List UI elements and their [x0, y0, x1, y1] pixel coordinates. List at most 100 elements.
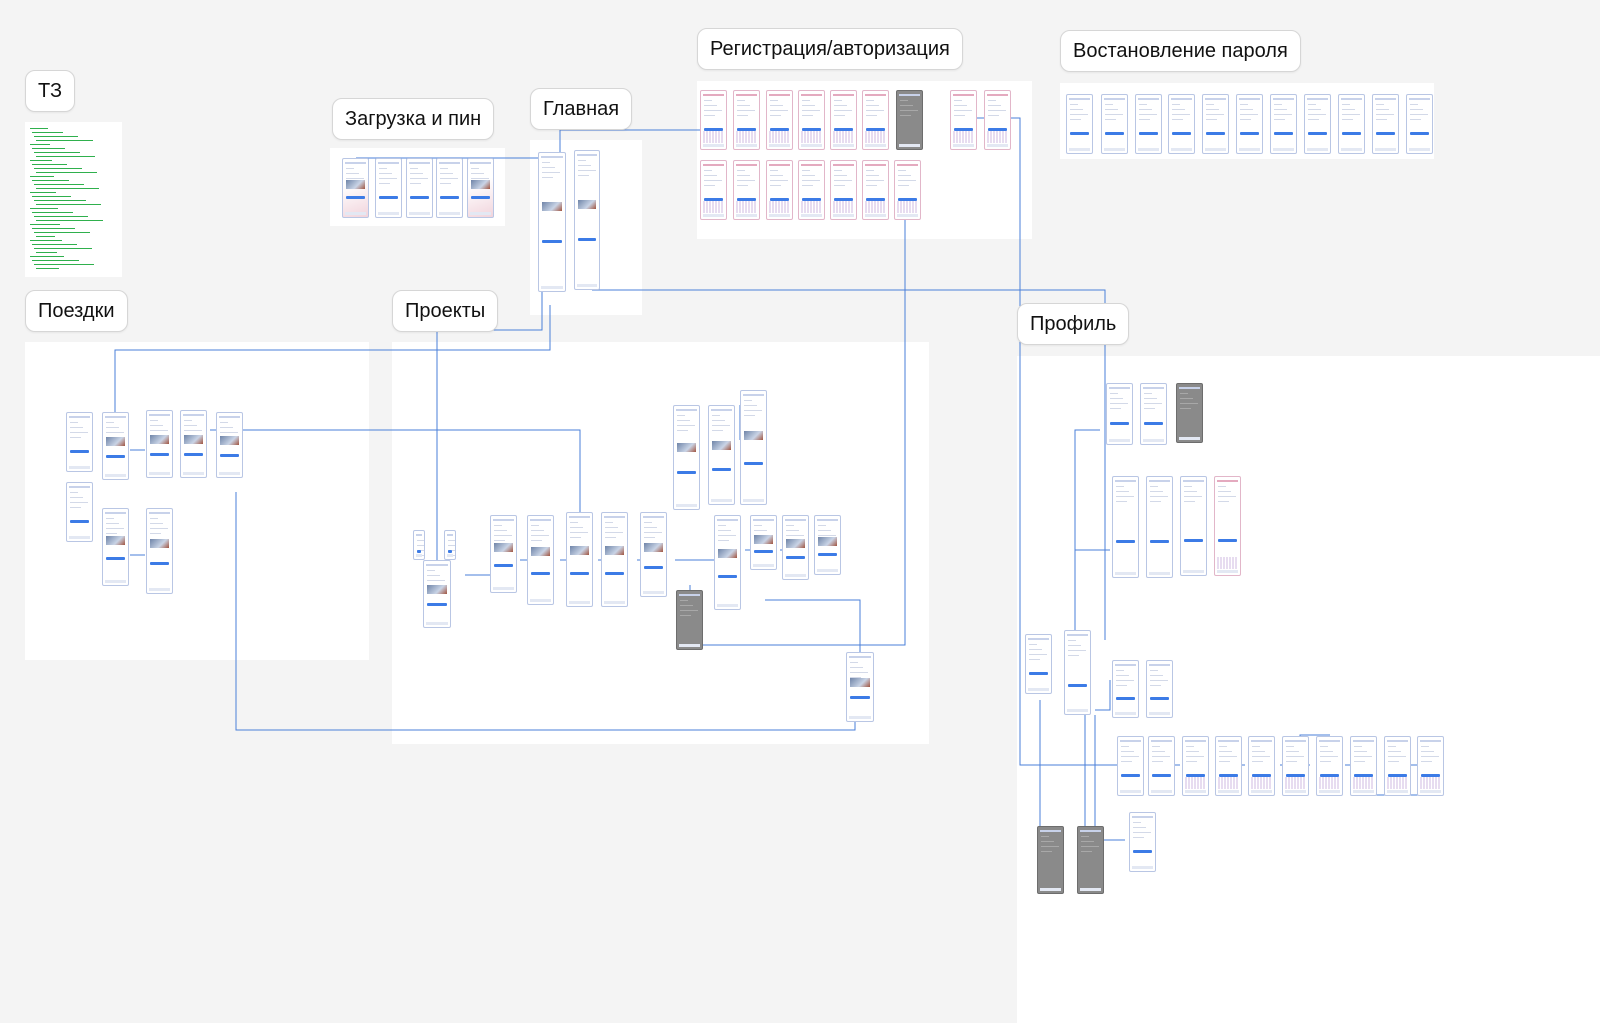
screen-thumbnail[interactable]	[798, 160, 825, 220]
section-label-password-recovery[interactable]: Востановление пароля	[1060, 30, 1301, 72]
screen-text-line	[802, 100, 810, 101]
screen-thumbnail[interactable]	[766, 160, 793, 220]
screen-thumbnail[interactable]	[673, 405, 700, 510]
screen-thumbnail[interactable]	[1077, 826, 1104, 894]
screen-text-line	[1121, 756, 1139, 757]
screen-thumbnail[interactable]	[375, 158, 402, 218]
screen-thumbnail[interactable]	[490, 515, 517, 593]
screen-thumbnail[interactable]	[342, 158, 369, 218]
screen-thumbnail[interactable]	[538, 152, 566, 292]
tz-document-thumbnail[interactable]	[27, 124, 120, 274]
screen-thumbnail[interactable]	[1148, 736, 1175, 796]
screen-thumbnail[interactable]	[146, 508, 173, 594]
screen-thumbnail[interactable]	[766, 90, 793, 150]
screen-thumbnail[interactable]	[1202, 94, 1229, 154]
screen-thumbnail[interactable]	[740, 390, 767, 505]
screen-thumbnail[interactable]	[1025, 634, 1052, 694]
screen-thumbnail[interactable]	[66, 482, 93, 542]
screen-thumbnail[interactable]	[444, 530, 456, 560]
section-label-registration[interactable]: Регистрация/авторизация	[697, 28, 963, 70]
screen-thumbnail[interactable]	[1282, 736, 1309, 796]
screen-thumbnail[interactable]	[1146, 660, 1173, 718]
screen-thumbnail[interactable]	[1106, 383, 1133, 445]
screen-thumbnail[interactable]	[1112, 476, 1139, 578]
screen-thumbnail[interactable]	[436, 158, 463, 218]
screen-thumbnail[interactable]	[1417, 736, 1444, 796]
screen-thumbnail[interactable]	[896, 90, 923, 150]
screen-thumbnail[interactable]	[574, 150, 600, 290]
screen-thumbnail[interactable]	[714, 515, 741, 610]
screen-thumbnail[interactable]	[1037, 826, 1064, 894]
screen-thumbnail[interactable]	[1180, 476, 1207, 576]
screen-thumbnail[interactable]	[413, 530, 425, 560]
screen-thumbnail[interactable]	[423, 560, 451, 628]
screen-header	[849, 656, 871, 658]
screen-thumbnail[interactable]	[700, 160, 727, 220]
screen-thumbnail[interactable]	[814, 515, 841, 575]
screen-thumbnail[interactable]	[700, 90, 727, 150]
screen-thumbnail[interactable]	[1146, 476, 1173, 578]
screen-text-line	[1308, 114, 1326, 115]
screen-thumbnail[interactable]	[1129, 812, 1156, 872]
screen-thumbnail[interactable]	[146, 410, 173, 478]
section-label-load-pin[interactable]: Загрузка и пин	[332, 98, 495, 140]
screen-thumbnail[interactable]	[1350, 736, 1377, 796]
screen-thumbnail[interactable]	[102, 412, 129, 480]
screen-thumbnail[interactable]	[1215, 736, 1242, 796]
screen-thumbnail[interactable]	[1406, 94, 1433, 154]
screen-thumbnail[interactable]	[676, 590, 703, 650]
screen-thumbnail[interactable]	[1248, 736, 1275, 796]
screen-thumbnail[interactable]	[1270, 94, 1297, 154]
screen-thumbnail[interactable]	[1182, 736, 1209, 796]
screen-thumbnail[interactable]	[798, 90, 825, 150]
screen-thumbnail[interactable]	[1372, 94, 1399, 154]
screen-thumbnail[interactable]	[846, 652, 874, 722]
screen-thumbnail[interactable]	[830, 90, 857, 150]
screen-thumbnail[interactable]	[708, 405, 735, 505]
section-label-projects[interactable]: Проекты	[392, 290, 499, 332]
screen-thumbnail[interactable]	[180, 410, 207, 478]
screen-thumbnail[interactable]	[782, 515, 809, 580]
screen-thumbnail[interactable]	[1112, 660, 1139, 718]
tz-text-line	[34, 184, 84, 185]
screen-thumbnail[interactable]	[1214, 476, 1241, 576]
section-label-main[interactable]: Главная	[530, 88, 633, 130]
screen-thumbnail[interactable]	[894, 160, 921, 220]
screen-thumbnail[interactable]	[1304, 94, 1331, 154]
screen-thumbnail[interactable]	[640, 512, 667, 597]
screen-thumbnail[interactable]	[216, 412, 243, 478]
screen-thumbnail[interactable]	[1168, 94, 1195, 154]
screen-thumbnail[interactable]	[862, 160, 889, 220]
screen-thumbnail[interactable]	[830, 160, 857, 220]
screen-thumbnail[interactable]	[1117, 736, 1144, 796]
screen-thumbnail[interactable]	[733, 90, 760, 150]
screen-thumbnail[interactable]	[1338, 94, 1365, 154]
screen-thumbnail[interactable]	[1135, 94, 1162, 154]
screen-thumbnail[interactable]	[1101, 94, 1128, 154]
screen-text-line	[954, 105, 967, 106]
screen-thumbnail[interactable]	[862, 90, 889, 150]
screen-thumbnail[interactable]	[406, 158, 433, 218]
screen-thumbnail[interactable]	[527, 515, 554, 605]
screen-thumbnail[interactable]	[750, 515, 777, 570]
screen-thumbnail[interactable]	[1140, 383, 1167, 445]
section-label-trips[interactable]: Поездки	[25, 290, 128, 332]
section-label-tz[interactable]: ТЗ	[25, 70, 76, 112]
screen-thumbnail[interactable]	[984, 90, 1011, 150]
screen-image	[542, 202, 562, 211]
screen-thumbnail[interactable]	[1064, 630, 1091, 715]
screen-thumbnail[interactable]	[66, 412, 93, 472]
screen-thumbnail[interactable]	[1316, 736, 1343, 796]
screen-thumbnail[interactable]	[733, 160, 760, 220]
screen-thumbnail[interactable]	[1176, 383, 1203, 443]
screen-thumbnail[interactable]	[102, 508, 129, 586]
screen-thumbnail[interactable]	[1384, 736, 1411, 796]
screen-thumbnail[interactable]	[1066, 94, 1093, 154]
screen-thumbnail[interactable]	[566, 512, 593, 607]
screen-thumbnail[interactable]	[1236, 94, 1263, 154]
screen-thumbnail[interactable]	[950, 90, 977, 150]
screen-thumbnail[interactable]	[467, 158, 494, 218]
screen-thumbnail[interactable]	[601, 512, 628, 607]
section-label-profile[interactable]: Профиль	[1017, 303, 1130, 345]
